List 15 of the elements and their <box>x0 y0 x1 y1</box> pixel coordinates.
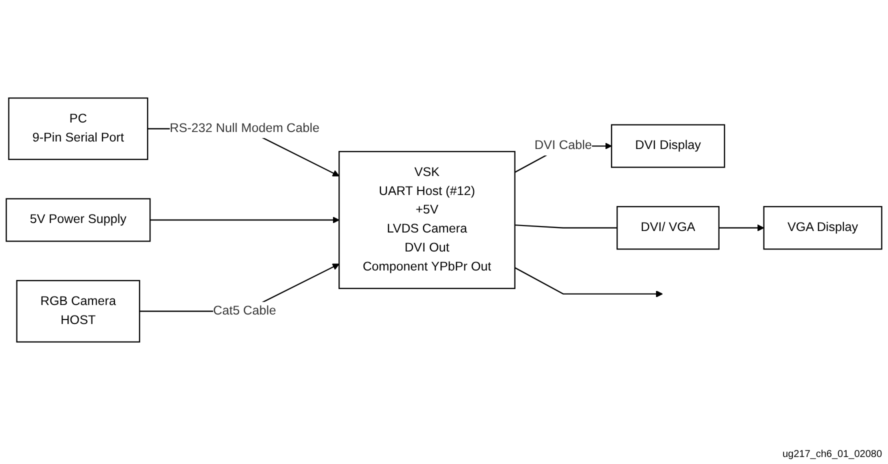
figure-id: ug217_ch6_01_02080 <box>782 449 882 460</box>
node-box: 5V Power Supply <box>6 198 151 242</box>
arrow <box>718 224 764 232</box>
edge-label: Cat5 Cable <box>213 304 276 318</box>
arrow <box>514 267 663 298</box>
node-box: DVI/ VGA <box>616 206 720 250</box>
edge-label: DVI Cable <box>534 138 592 152</box>
connector <box>514 224 618 228</box>
node-box: DVI Display <box>610 124 726 168</box>
node-box: VSK UART Host (#12) +5V LVDS Camera DVI Out Component YPbPr Out <box>338 150 516 290</box>
node-box: PC 9-Pin Serial Port <box>8 97 148 160</box>
node-box: RGB Camera HOST <box>16 280 140 343</box>
node-box: VGA Display <box>763 206 882 250</box>
edge-label: RS-232 Null Modem Cable <box>170 122 320 136</box>
arrow <box>150 216 340 224</box>
